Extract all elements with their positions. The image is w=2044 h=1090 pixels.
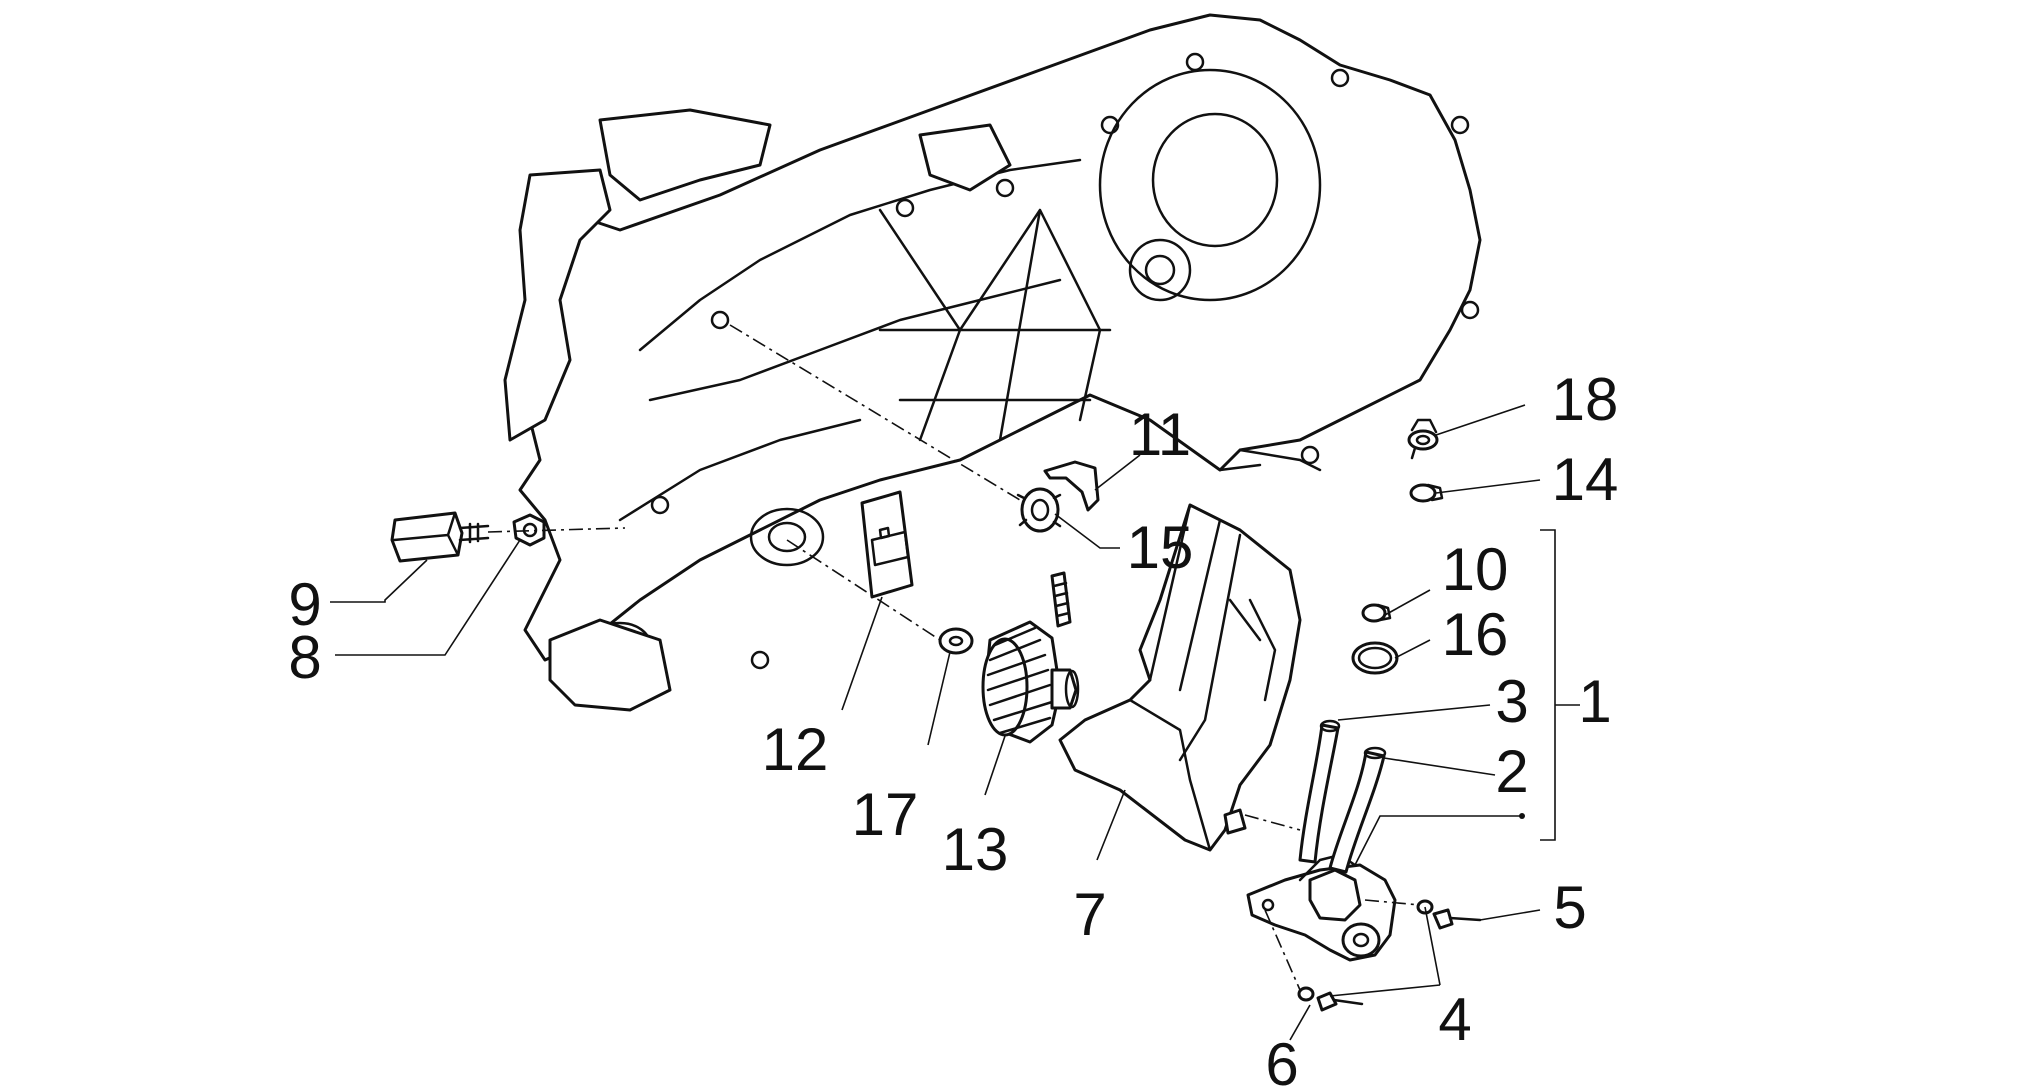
callout-12: 12 (762, 716, 829, 783)
part-15-sprocket (1016, 487, 1062, 533)
part-5-screw (1416, 899, 1482, 930)
part-7-pump-cover (1058, 503, 1302, 852)
part-13-gear (981, 620, 1080, 744)
callout-6: 6 (1265, 1031, 1298, 1090)
part-8-nut (512, 513, 546, 547)
part-2-hose (1328, 746, 1387, 874)
crankcase-housing (503, 13, 1482, 712)
part-10-clip (1361, 603, 1392, 623)
callout-10: 10 (1442, 536, 1509, 603)
part-11-chain-guide (1043, 460, 1100, 512)
part-12-tensioner-block (860, 490, 914, 599)
callout-17: 17 (852, 781, 919, 848)
part-18-clamp (1407, 418, 1439, 460)
part-15-chain-link (1050, 571, 1072, 628)
callout-13: 13 (942, 816, 1009, 883)
callout-9: 9 (288, 571, 321, 638)
leader-lines (330, 404, 1580, 1041)
callout-3: 3 (1495, 668, 1528, 735)
part-6-screw (1297, 986, 1364, 1012)
part-9-hex-stud (390, 511, 490, 563)
callout-7: 7 (1073, 881, 1106, 948)
oil-pump-body (1246, 853, 1397, 962)
part-16-hose-clamp (1351, 641, 1399, 675)
callout-1: 1 (1578, 668, 1611, 735)
callout-4: 4 (1438, 986, 1471, 1053)
callout-labels: 9 8 12 17 13 7 11 15 18 14 10 16 3 1 2 5… (288, 366, 1618, 1090)
assembly-center-lines (487, 324, 1421, 991)
callout-2: 2 (1495, 738, 1528, 805)
callout-15: 15 (1127, 514, 1194, 581)
callout-11: 11 (1129, 401, 1191, 468)
callout-5: 5 (1553, 874, 1586, 941)
part-14-clamp (1409, 483, 1444, 503)
callout-16: 16 (1442, 601, 1509, 668)
part-17-washer (938, 627, 974, 655)
callout-8: 8 (288, 624, 321, 691)
callout-18: 18 (1552, 366, 1619, 433)
callout-14: 14 (1552, 446, 1619, 513)
part-3-hose (1298, 719, 1341, 864)
